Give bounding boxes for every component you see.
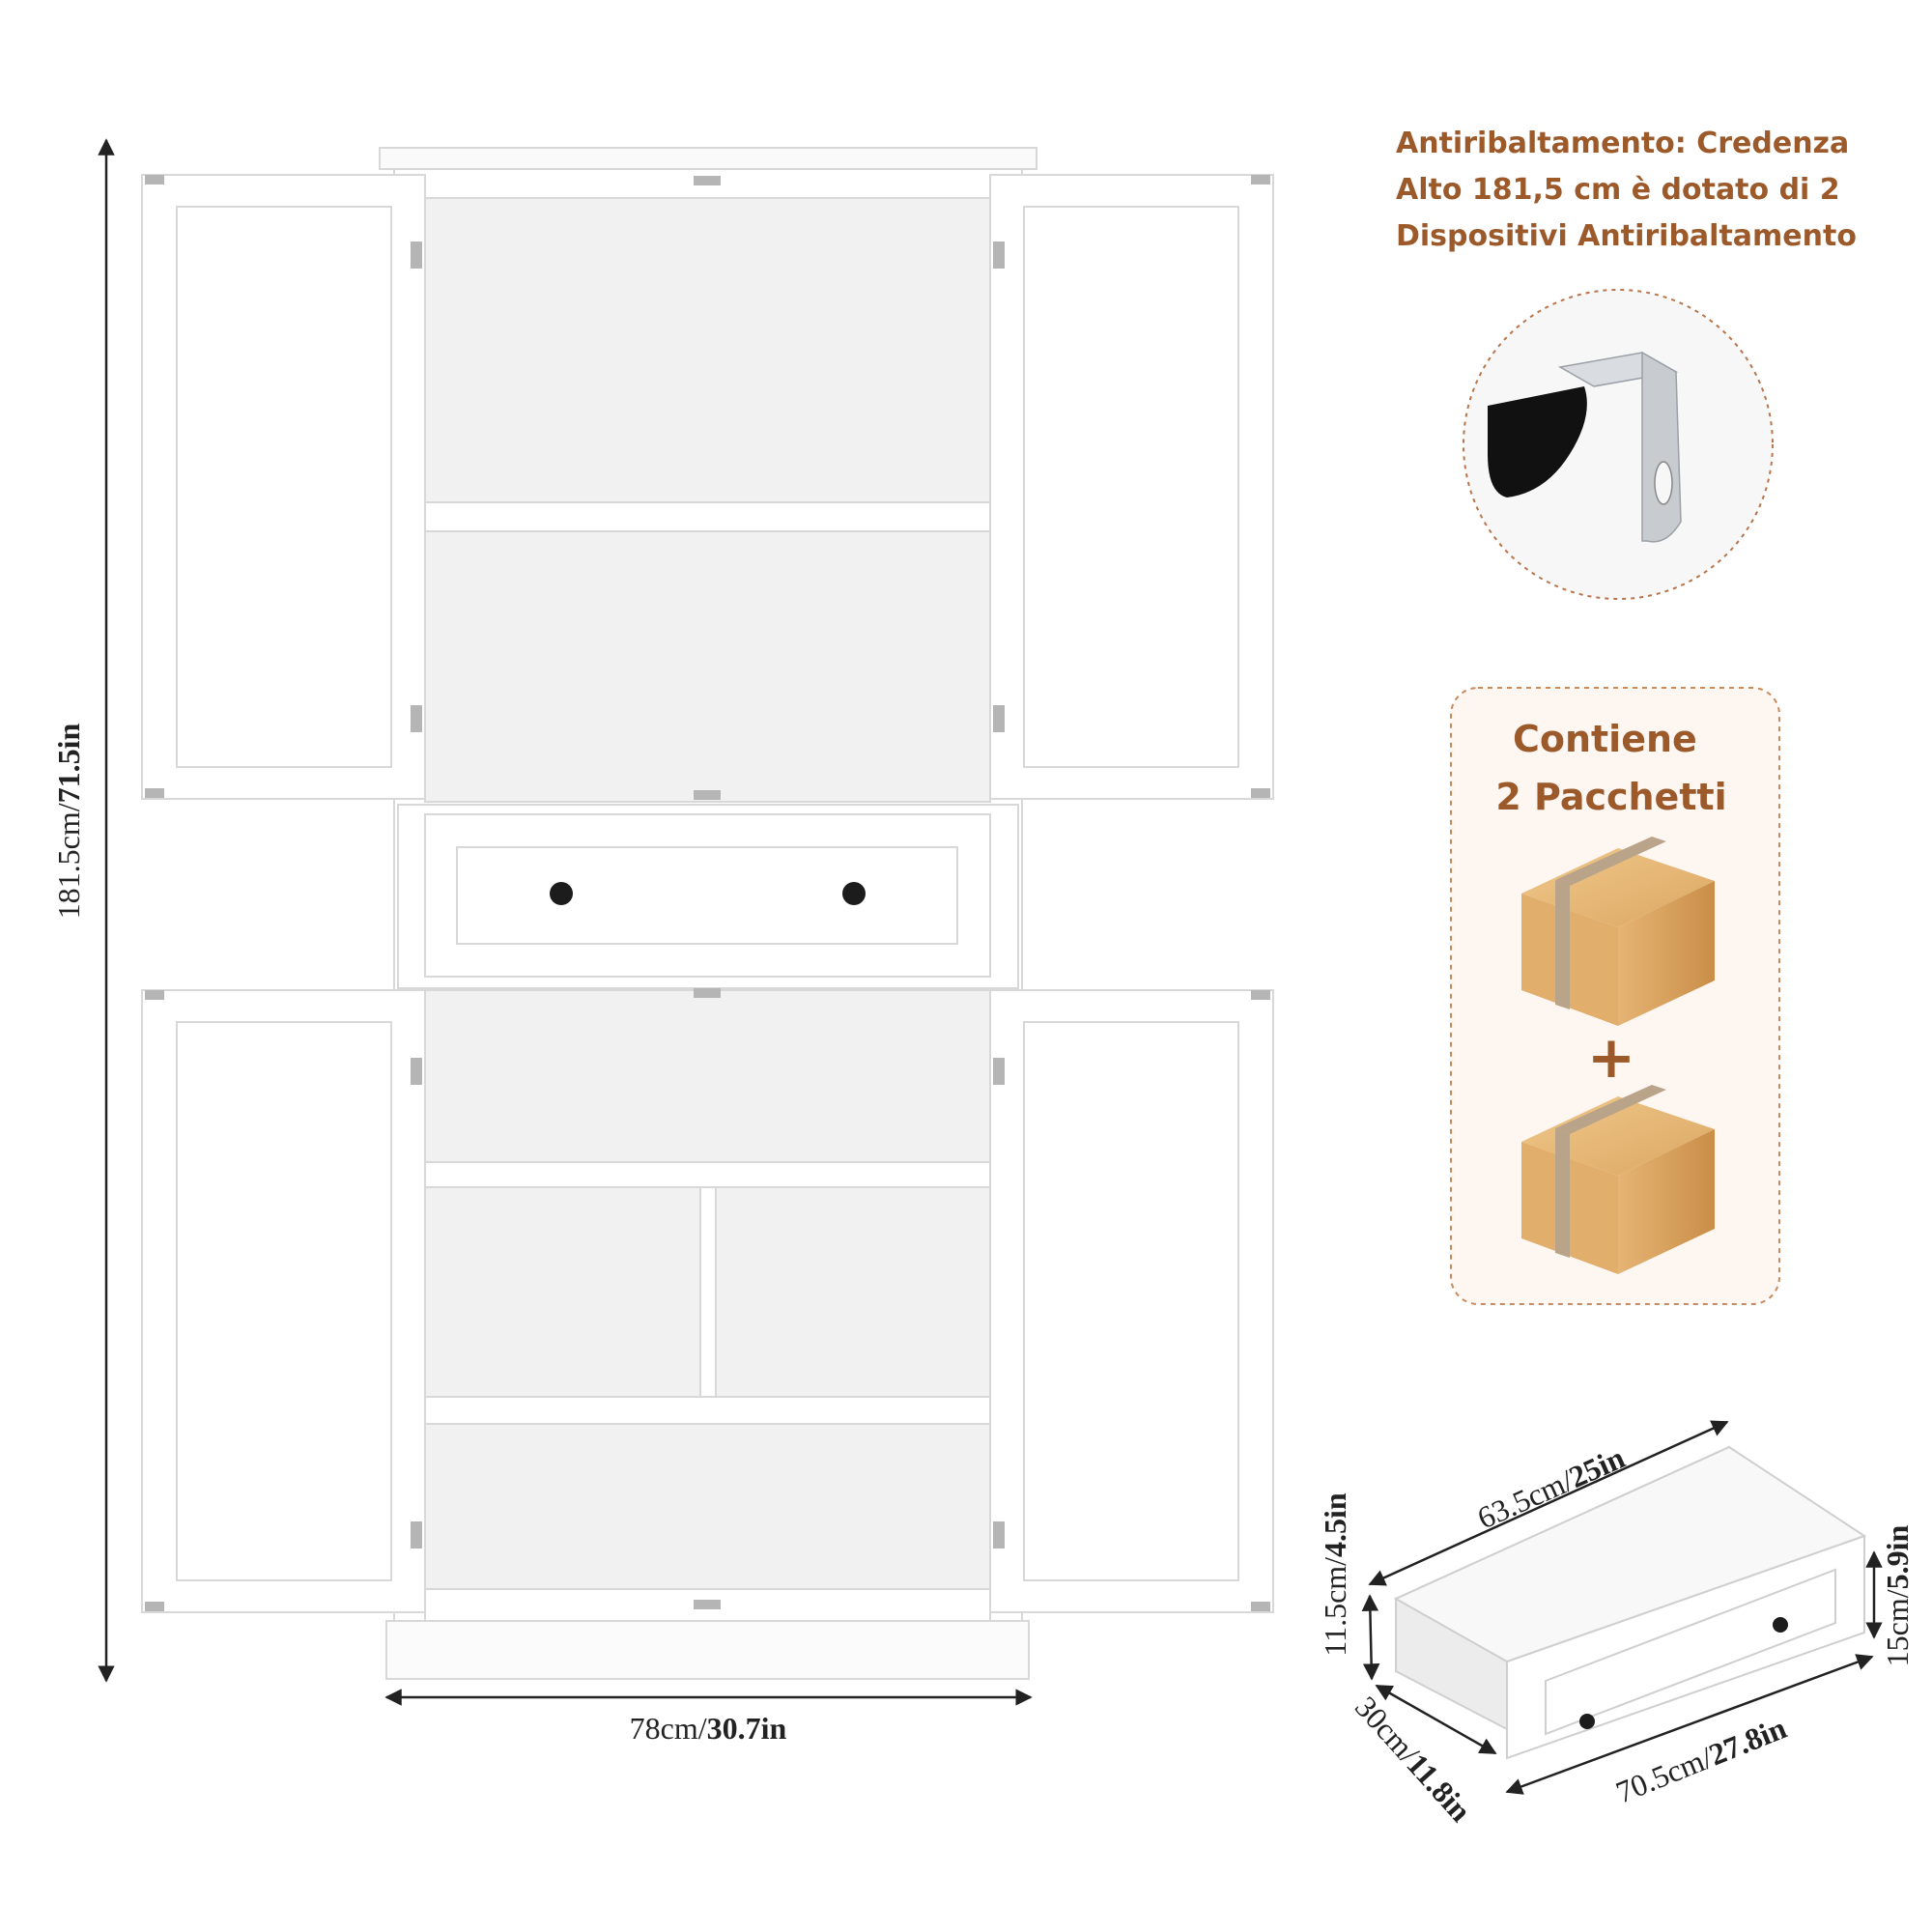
drawer-depth-label: 30cm/11.8in bbox=[1349, 1690, 1479, 1829]
door-panel bbox=[176, 206, 392, 768]
anti-tip-bracket-shadow bbox=[1488, 386, 1587, 497]
door-upper-left bbox=[141, 174, 426, 800]
cabinet bbox=[141, 147, 1274, 1680]
lower-shelf-2 bbox=[424, 1396, 991, 1425]
door-upper-right bbox=[989, 174, 1274, 800]
anti-tip-text: Antiribaltamento: Credenza Alto 181,5 cm… bbox=[1396, 127, 1860, 253]
plus-sign: + bbox=[1587, 1024, 1635, 1092]
door-panel bbox=[1023, 206, 1239, 768]
width-label: 78cm/30.7in bbox=[630, 1711, 787, 1746]
door-panel bbox=[1023, 1021, 1239, 1581]
cabinet-plinth bbox=[385, 1620, 1030, 1680]
door-lower-left bbox=[141, 989, 426, 1613]
drawer-detail-illustration bbox=[1393, 1445, 1867, 1760]
anti-tip-bracket bbox=[1641, 351, 1682, 543]
drawer-front bbox=[424, 813, 991, 978]
drawer-outer-width-label: 70.5cm/27.8in bbox=[1611, 1710, 1792, 1809]
drawer-dimension-arrows bbox=[1361, 1420, 1883, 1795]
drawer-front-height-label: 15cm/5.9in bbox=[1880, 1524, 1915, 1666]
anti-tip-device-illustration bbox=[1463, 289, 1774, 600]
height-label: 181.5cm/71.5in bbox=[51, 723, 86, 919]
upper-compartment bbox=[424, 197, 991, 803]
package-box-1 bbox=[1521, 837, 1715, 1026]
drawer-inner-height-label: 11.5cm/4.5in bbox=[1318, 1492, 1352, 1657]
drawer-panel bbox=[456, 846, 958, 945]
package-text: Contiene 2 Pacchetti bbox=[1495, 718, 1726, 818]
drawer-knob-left bbox=[550, 882, 573, 905]
lower-shelf-1 bbox=[424, 1161, 991, 1188]
lower-divider bbox=[699, 1186, 717, 1412]
hardware bbox=[145, 175, 1270, 1611]
door-panel bbox=[176, 1021, 392, 1581]
drawer-knob-right bbox=[842, 882, 866, 905]
door-lower-right bbox=[989, 989, 1274, 1613]
cabinet-crown bbox=[379, 147, 1037, 170]
upper-shelf bbox=[424, 501, 991, 532]
package-box-2 bbox=[1521, 1085, 1715, 1274]
